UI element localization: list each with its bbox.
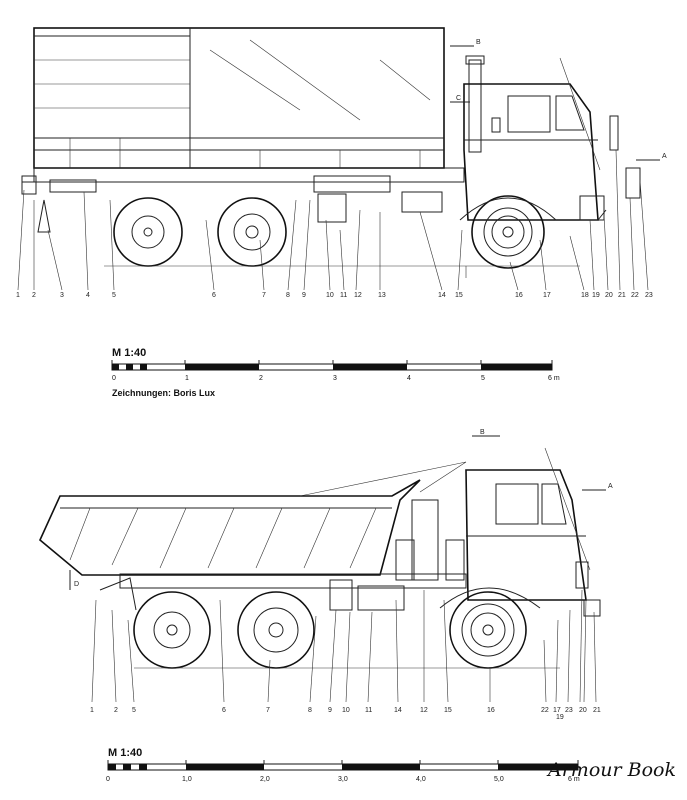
- bottom-callout-numbers: 1 2 5 6 7 8 9 10 11 14 12 15 16 22 17 23…: [90, 707, 601, 721]
- callout-label: 17: [553, 707, 561, 714]
- callout-label: 15: [444, 707, 452, 714]
- callout-label: 4: [86, 292, 90, 299]
- callout-label: 10: [342, 707, 350, 714]
- callout-label: 22: [631, 292, 639, 299]
- callout-label: 16: [487, 707, 495, 714]
- scale-tick-label: 4,0: [416, 776, 426, 783]
- bottom-callout-leaders: [91, 589, 597, 703]
- view-mark-b: B: [480, 429, 485, 436]
- drawing-credit: Zeichnungen: Boris Lux: [112, 388, 215, 398]
- scale-label: M 1:40: [112, 347, 146, 359]
- callout-label: 7: [262, 292, 266, 299]
- callout-label: 17: [543, 292, 551, 299]
- callout-label: 9: [302, 292, 306, 299]
- scale-tick-label: 0: [112, 375, 116, 382]
- top-scale-bar: M 1:40 0 1 2 3 4 5 6 m: [111, 347, 560, 382]
- callout-label: 23: [565, 707, 573, 714]
- callout-label: 14: [438, 292, 446, 299]
- scale-tick-label: 0: [106, 776, 110, 783]
- callout-label: 15: [455, 292, 463, 299]
- callout-label: 13: [378, 292, 386, 299]
- callout-label: 21: [618, 292, 626, 299]
- scale-tick-label: 5,0: [494, 776, 504, 783]
- dump-truck-side-view: [39, 435, 606, 669]
- top-callout-leaders: [17, 149, 649, 291]
- callout-label: 3: [60, 292, 64, 299]
- callout-label: 19: [556, 714, 564, 721]
- view-mark-a: A: [662, 153, 667, 160]
- callout-label: 19: [592, 292, 600, 299]
- callout-label: 16: [515, 292, 523, 299]
- callout-label: 22: [541, 707, 549, 714]
- callout-label: 6: [212, 292, 216, 299]
- wheel: [133, 591, 211, 669]
- callout-label: 20: [605, 292, 613, 299]
- callout-label: 6: [222, 707, 226, 714]
- callout-label: 11: [340, 292, 347, 299]
- scale-tick-label: 6 m: [548, 375, 560, 382]
- callout-label: 23: [645, 292, 653, 299]
- callout-label: 14: [394, 707, 402, 714]
- callout-label: 8: [286, 292, 290, 299]
- callout-label: 20: [579, 707, 587, 714]
- view-mark-d: D: [74, 581, 79, 588]
- top-callout-numbers: 1 2 3 4 5 6 7 8 9 10 11 12 13 14 15 16 1…: [16, 292, 653, 299]
- callout-label: 12: [354, 292, 362, 299]
- wheel: [471, 195, 545, 269]
- wheel: [113, 197, 183, 267]
- wheel: [449, 591, 527, 669]
- watermark: Armour Book: [546, 759, 676, 781]
- callout-label: 21: [593, 707, 601, 714]
- scale-tick-label: 2: [259, 375, 263, 382]
- callout-label: 18: [581, 292, 589, 299]
- scale-tick-label: 6 m: [568, 776, 580, 783]
- wheel: [217, 197, 287, 267]
- scale-tick-label: 4: [407, 375, 411, 382]
- callout-label: 7: [266, 707, 270, 714]
- callout-label: 10: [326, 292, 334, 299]
- callout-label: 5: [112, 292, 116, 299]
- view-mark-b: B: [476, 39, 481, 46]
- scale-tick-label: 2,0: [260, 776, 270, 783]
- scale-tick-label: 3,0: [338, 776, 348, 783]
- bottom-scale-bar: M 1:40 0 1,0 2,0 3,0 4,0 5,0 6 m: [106, 747, 580, 783]
- callout-label: 11: [365, 707, 372, 714]
- scale-tick-label: 5: [481, 375, 485, 382]
- callout-label: 5: [132, 707, 136, 714]
- callout-label: 9: [328, 707, 332, 714]
- callout-label: 1: [90, 707, 94, 714]
- callout-label: 1: [16, 292, 20, 299]
- scale-tick-label: 3: [333, 375, 337, 382]
- callout-label: 8: [308, 707, 312, 714]
- scale-tick-label: 1,0: [182, 776, 192, 783]
- callout-label: 2: [114, 707, 118, 714]
- wheel: [237, 591, 315, 669]
- callout-label: 2: [32, 292, 36, 299]
- scale-tick-label: 1: [185, 375, 189, 382]
- view-mark-c: C: [456, 95, 461, 102]
- callout-label: 12: [420, 707, 428, 714]
- scale-label: M 1:40: [108, 747, 142, 759]
- view-mark-a: A: [608, 483, 613, 490]
